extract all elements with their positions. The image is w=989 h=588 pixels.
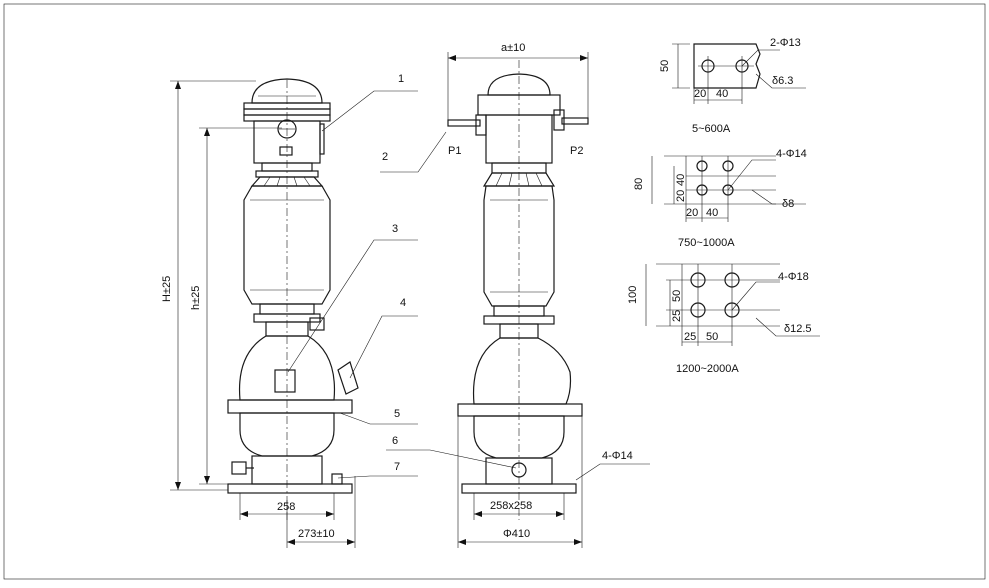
left-view-dimensions: H±25 h±25 258 273±10 [161, 80, 356, 548]
dim-h-total: H±25 [161, 276, 173, 302]
dim-base-square: 258x258 [490, 500, 532, 512]
detail-2-vdim-b: 20 [675, 190, 687, 202]
detail-2-vdim-a: 40 [675, 174, 687, 186]
callout-leaders: 1 2 3 4 5 6 7 [287, 73, 517, 479]
dim-h-lower: h±25 [190, 286, 202, 310]
dim-mount-holes: 4-Φ14 [602, 450, 633, 462]
terminal-p1: P1 [448, 145, 461, 157]
dim-bolt-offset: 273±10 [298, 528, 335, 540]
detail-1-range: 5~600A [692, 123, 731, 135]
detail-3-height: 100 [627, 286, 639, 304]
detail-3-range: 1200~2000A [676, 363, 739, 375]
callout-7: 7 [394, 461, 400, 473]
terminal-detail-2: 80 40 20 20 40 4-Φ14 δ8 750~1000A [633, 148, 807, 249]
detail-2-range: 750~1000A [678, 237, 735, 249]
dim-a: a±10 [501, 42, 525, 54]
detail-1-holes: 2-Φ13 [770, 37, 801, 49]
transformer-side-view [227, 78, 359, 520]
callout-2: 2 [382, 151, 388, 163]
terminal-detail-1: 50 20 40 2-Φ13 δ6.3 5~600A [659, 37, 806, 135]
callout-3: 3 [392, 223, 398, 235]
callout-4: 4 [400, 297, 406, 309]
callout-5: 5 [394, 408, 400, 420]
terminal-detail-3: 100 50 25 25 50 4-Φ18 δ12.5 1200~2000A [627, 263, 820, 375]
detail-1-height: 50 [659, 60, 671, 72]
detail-1-thickness: δ6.3 [772, 75, 793, 87]
detail-3-holes: 4-Φ18 [778, 271, 809, 283]
detail-2-dim-b: 40 [706, 207, 718, 219]
detail-3-dim-b: 50 [706, 331, 718, 343]
detail-2-thickness: δ8 [782, 198, 794, 210]
transformer-front-view: P1 P2 [447, 60, 589, 520]
detail-3-thickness: δ12.5 [784, 323, 812, 335]
terminal-p2: P2 [570, 145, 583, 157]
front-view-dimensions: a±10 258x258 Φ410 4-Φ14 [447, 42, 650, 548]
detail-1-dim-a: 20 [694, 88, 706, 100]
detail-3-dim-a: 25 [684, 331, 696, 343]
callout-1: 1 [398, 73, 404, 85]
dim-base-width: 258 [277, 501, 295, 513]
drawing-frame [3, 3, 986, 580]
detail-2-height: 80 [633, 178, 645, 190]
dim-base-diameter: Φ410 [503, 528, 530, 540]
detail-2-dim-a: 20 [686, 207, 698, 219]
detail-3-vdim-a: 50 [671, 290, 683, 302]
detail-1-dim-b: 40 [716, 88, 728, 100]
detail-3-vdim-b: 25 [671, 310, 683, 322]
callout-6: 6 [392, 435, 398, 447]
detail-2-holes: 4-Φ14 [776, 148, 807, 160]
